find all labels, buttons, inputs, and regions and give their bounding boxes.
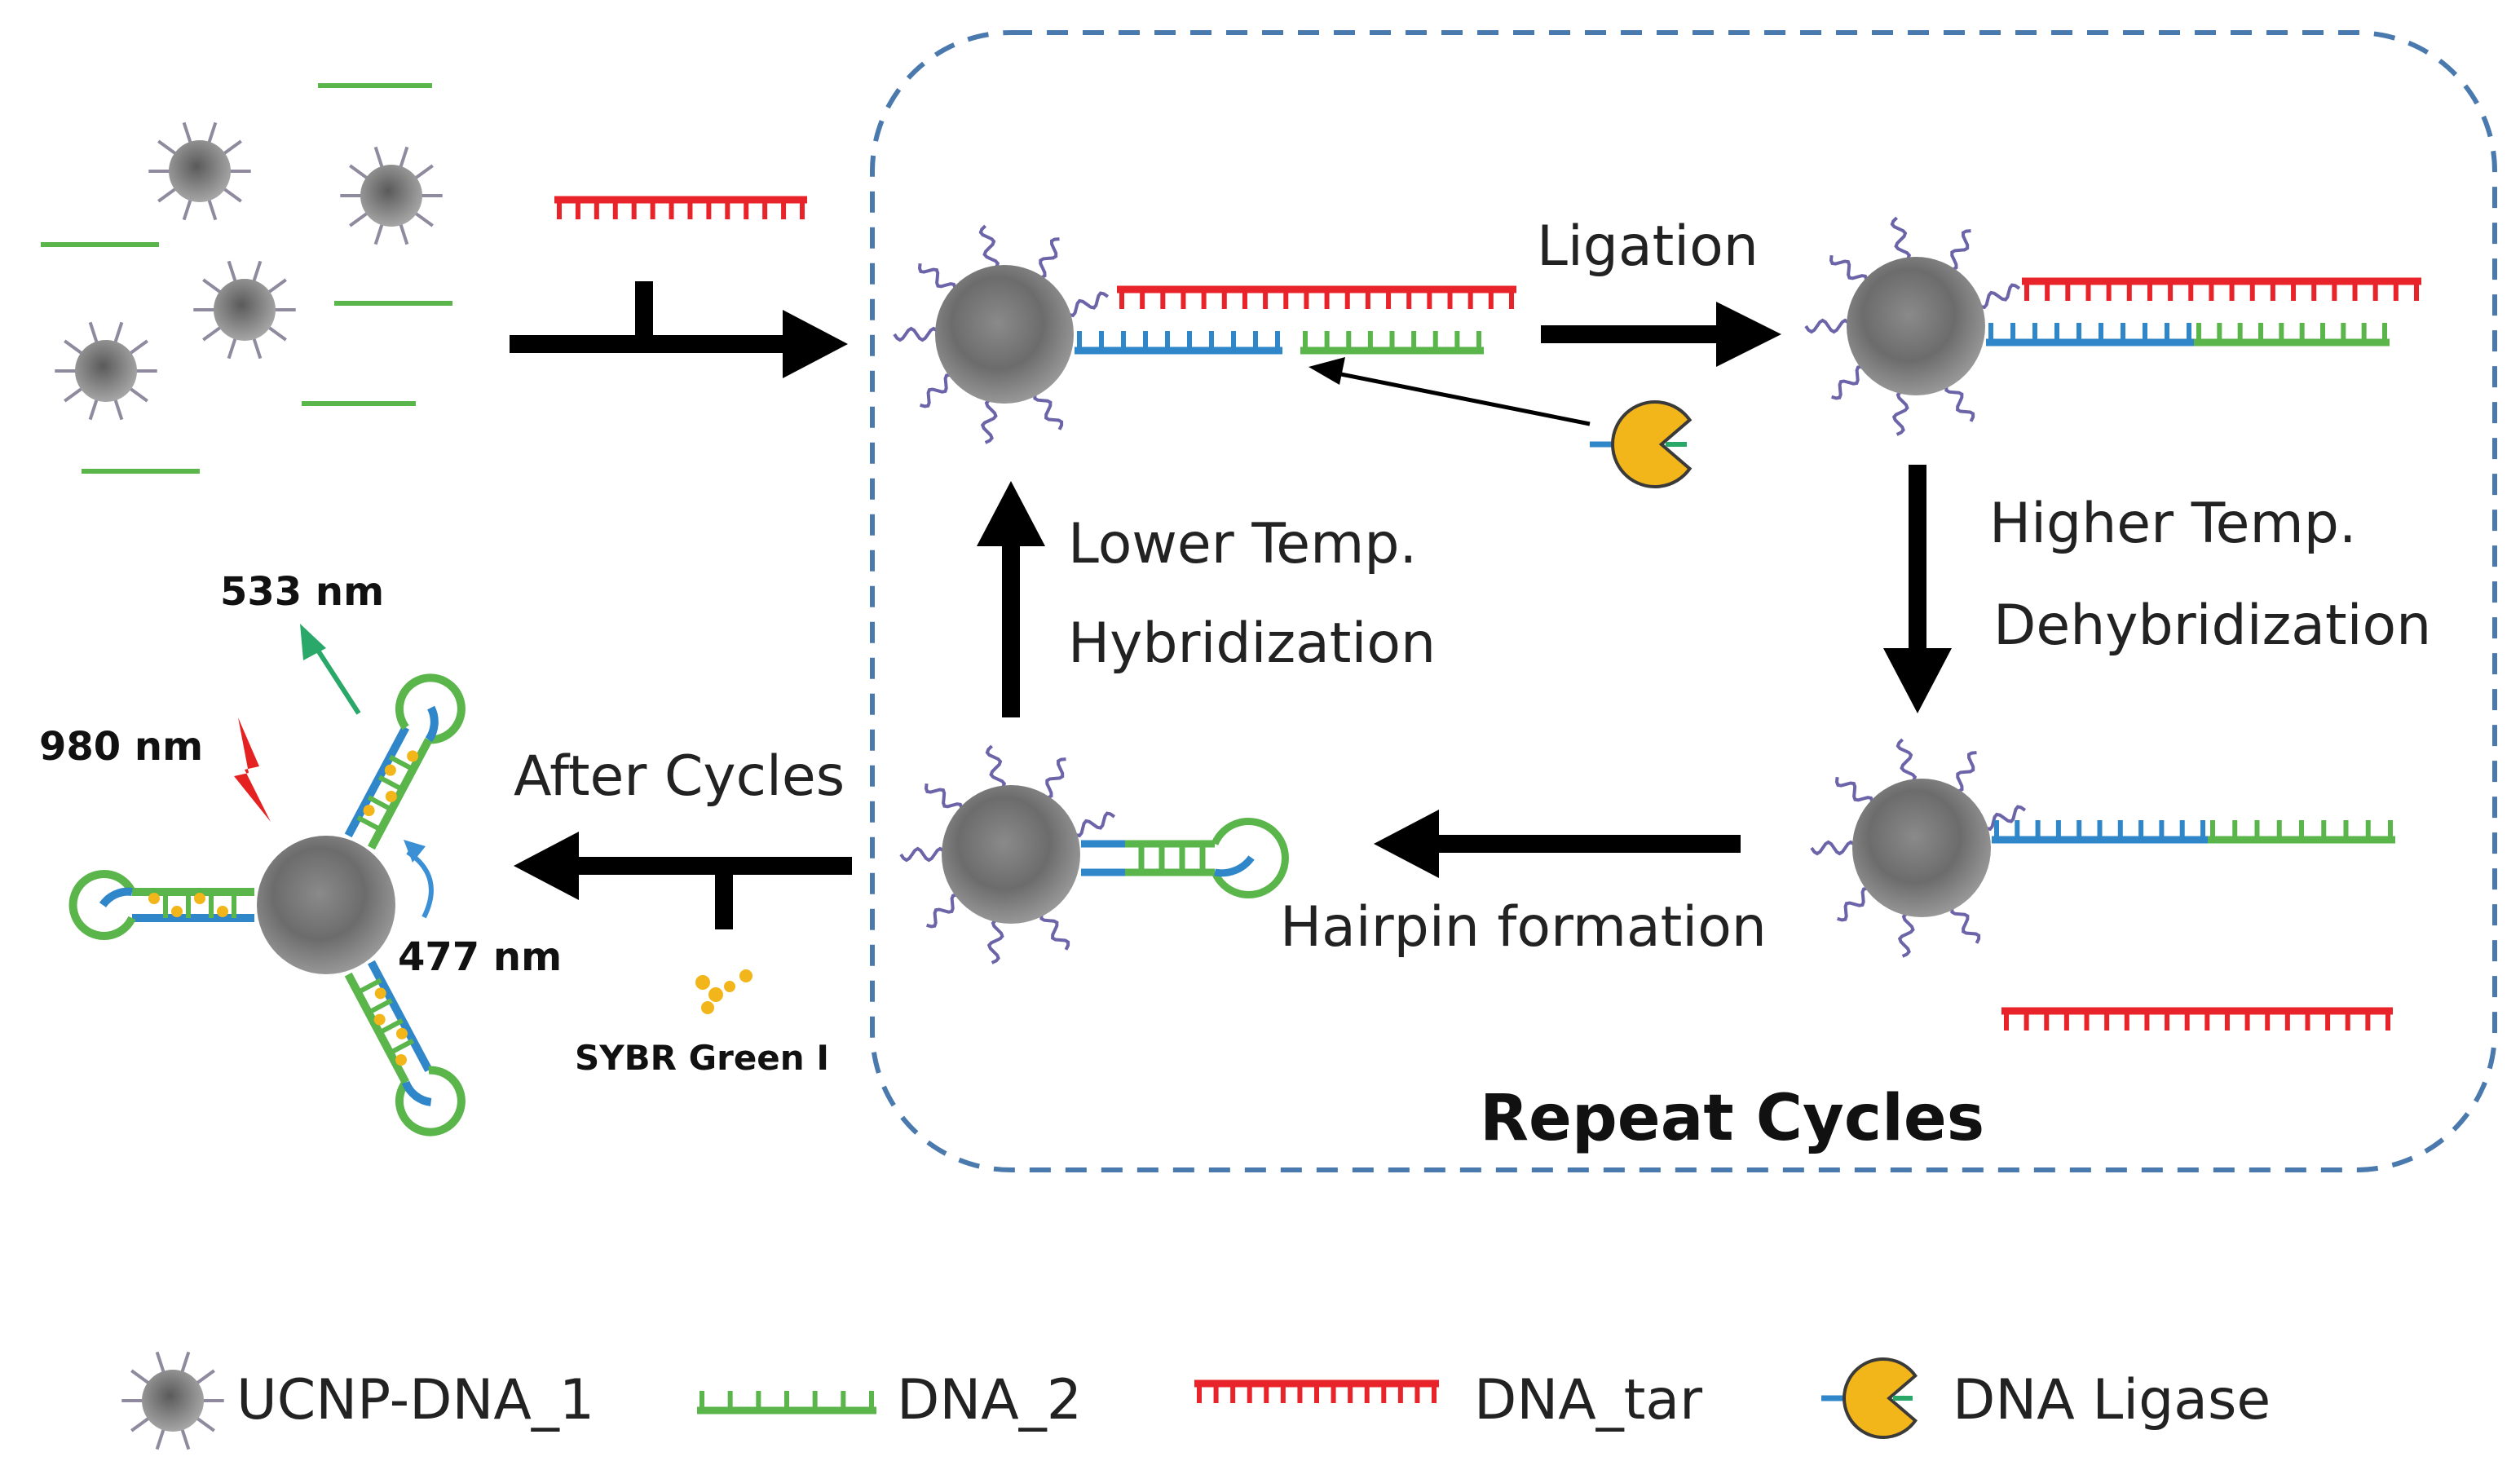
ligated-strand [1992,820,2395,844]
ucnp-icon [121,1351,224,1450]
dehybridization-arrow [1883,465,1952,713]
free-ucnp [193,260,296,360]
ligase-icon [1821,1357,1918,1439]
legend-item-dnatar: DNA_tar [1194,1368,1702,1432]
ucnp-hybridized [893,224,1110,444]
dna-ligase-icon [1590,400,1693,488]
free-dna2-strands [41,83,452,474]
emission-477-label: 477 nm [398,934,562,980]
final-ucnp [257,836,395,974]
duplex-hybridized [1075,285,1516,355]
lower-temp-label: Lower Temp. [1068,512,1417,576]
sybr-dye-icon [695,969,752,1014]
legend: UCNP-DNA_1 DNA_2 DNA_tar DNA Ligase [121,1351,2271,1450]
hybridization-arrow [977,481,1045,717]
duplex-ligated [1986,277,2421,346]
free-ucnp [340,146,443,245]
released-dna-tar [2001,1007,2393,1031]
entry-arrow [510,281,848,378]
hairpin-formation-arrow [1374,810,1741,878]
legend-item-ligase: DNA Ligase [1821,1357,2271,1439]
excitation-980-label: 980 nm [39,724,203,770]
ucnp-ligated [1804,216,2021,436]
final-hairpin-down [344,960,466,1137]
repeat-cycle-frame [870,30,2497,1172]
ligation-label: Ligation [1537,214,1759,279]
legend-label: UCNP-DNA_1 [236,1368,594,1432]
final-hairpin-left [68,870,254,940]
hairpin-formation-label: Hairpin formation [1280,895,1767,960]
higher-temp-label: Higher Temp. [1989,492,2357,556]
legend-item-ucnp: UCNP-DNA_1 [121,1351,594,1450]
ucnp-hairpin [899,744,1116,964]
repeat-cycles-label: Repeat Cycles [1480,1082,1984,1155]
emission-533-arrow [300,624,361,715]
hybridization-label: Hybridization [1068,611,1436,676]
ligase-pointer-arrow [1309,357,1591,426]
after-cycles-label: After Cycles [514,744,845,809]
legend-label: DNA_tar [1474,1368,1702,1432]
sybr-label: SYBR Green I [575,1038,829,1078]
free-ucnp-group [55,121,443,421]
dna2-icon [697,1391,876,1415]
dna-tar-entry [554,196,807,219]
legend-label: DNA Ligase [1953,1368,2271,1432]
legend-label: DNA_2 [897,1368,1082,1432]
dnatar-icon [1194,1379,1439,1403]
final-hairpin-up [344,673,466,850]
excitation-980-icon [234,717,271,822]
hairpin-dna [1081,818,1289,898]
free-ucnp [148,121,251,221]
ucnp-dehybridized [1810,738,2027,958]
emission-533-label: 533 nm [220,569,384,615]
legend-item-dna2: DNA_2 [697,1368,1082,1432]
after-cycles-arrow [514,832,852,929]
emission-477-arrow [404,840,434,919]
ligation-arrow [1541,302,1781,367]
free-ucnp [55,321,157,421]
dehybridization-label: Dehybridization [1993,594,2431,658]
